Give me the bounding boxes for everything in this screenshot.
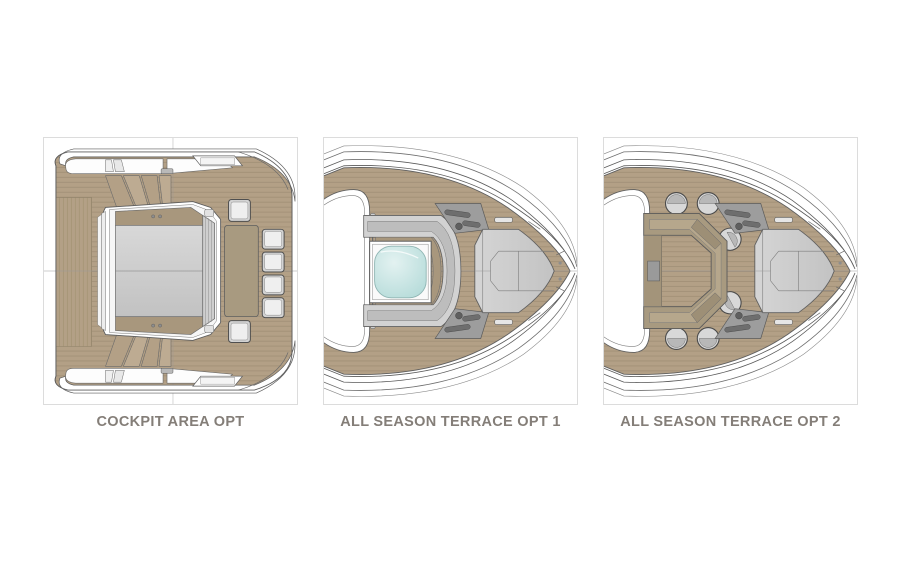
chair-1 xyxy=(664,192,688,215)
dining-set[interactable] xyxy=(224,199,285,343)
foredeck-fittings xyxy=(434,203,490,339)
hull-rail-lower xyxy=(324,272,577,397)
low-table xyxy=(647,260,660,282)
aft-bulwark-opening xyxy=(324,189,376,353)
bow-hardware xyxy=(494,217,565,325)
bulwark-upper xyxy=(58,148,296,202)
bulwark-lower xyxy=(58,340,296,394)
all-season-terrace-1-plan-drawing xyxy=(324,145,577,397)
caption-all-season-terrace-2: ALL SEASON TERRACE OPT 2 xyxy=(620,414,841,430)
hull-rail-upper xyxy=(604,145,857,270)
c-shaped-sofa[interactable] xyxy=(643,212,728,330)
hull-rail-lower xyxy=(604,272,857,397)
dining-table xyxy=(224,224,259,318)
drawing-panel-cockpit-area[interactable] xyxy=(43,137,298,405)
steps-lower xyxy=(105,332,172,367)
drawing-panel-all-season-terrace-2[interactable] xyxy=(603,137,858,405)
bow-sunpad[interactable] xyxy=(474,228,555,314)
cockpit-area-plan-drawing xyxy=(44,138,297,404)
pool-water xyxy=(374,245,427,299)
caption-cockpit-area: COCKPIT AREA OPT xyxy=(96,414,245,430)
bow-sunpad[interactable] xyxy=(754,228,835,314)
foredeck-fittings xyxy=(714,203,770,339)
drawing-panel-all-season-terrace-1[interactable] xyxy=(323,137,578,405)
aft-bulwark-opening xyxy=(604,189,656,353)
central-sunpad[interactable] xyxy=(97,201,222,341)
chair-5 xyxy=(664,327,688,350)
all-season-terrace-2-plan-drawing xyxy=(604,145,857,397)
bow-hardware xyxy=(774,217,845,325)
jacuzzi-pool[interactable] xyxy=(369,240,432,304)
hull-rail-upper xyxy=(324,145,577,270)
deck-seam-left xyxy=(55,197,92,347)
caption-all-season-terrace-1: ALL SEASON TERRACE OPT 1 xyxy=(340,414,561,430)
